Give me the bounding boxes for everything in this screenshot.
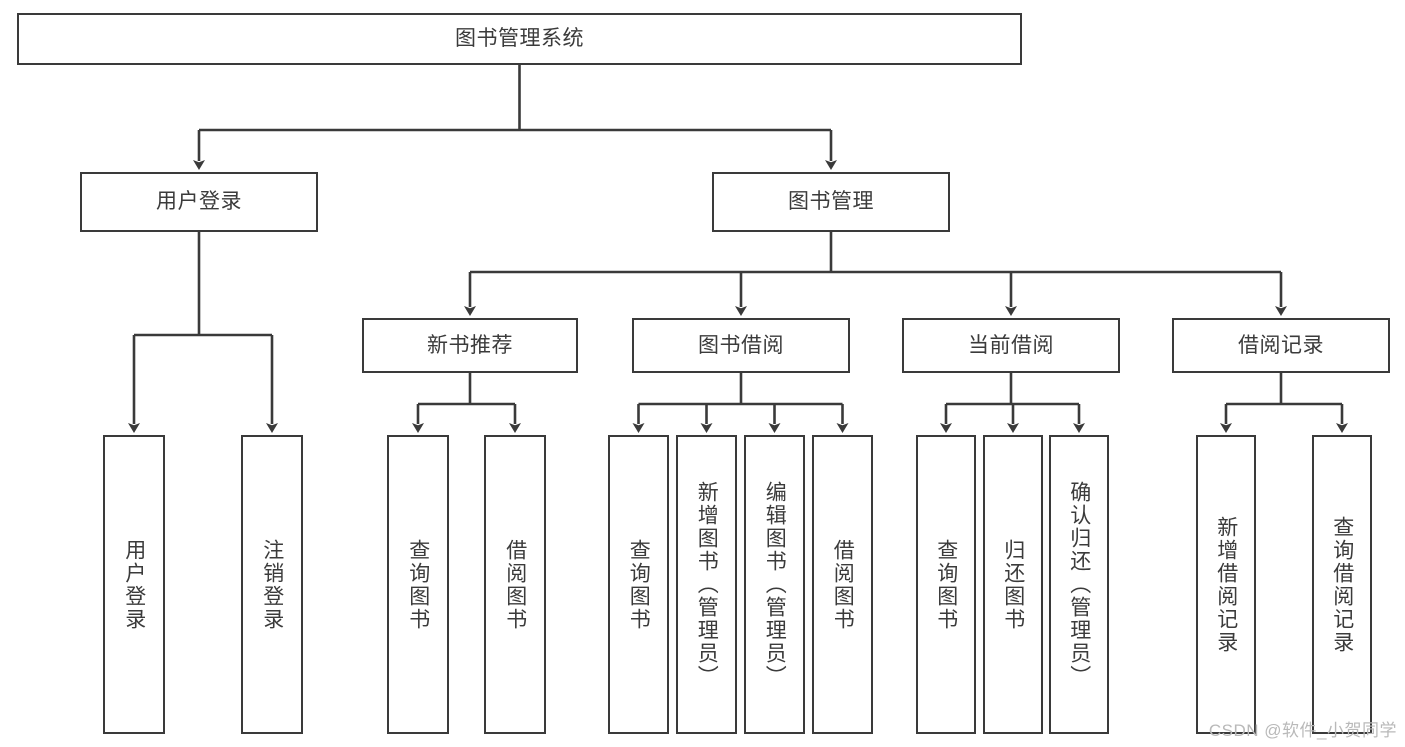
node-leaf-12-label: 查询借阅记录 xyxy=(1330,515,1354,654)
node-root[interactable]: 图书管理系统 xyxy=(17,13,1022,65)
node-level3-3[interactable]: 借阅记录 xyxy=(1172,318,1390,373)
node-level3-1-label: 图书借阅 xyxy=(698,333,784,357)
node-level3-1[interactable]: 图书借阅 xyxy=(632,318,850,373)
node-leaf-5[interactable]: 新增图书（管理员） xyxy=(676,435,737,734)
node-leaf-4[interactable]: 查询图书 xyxy=(608,435,669,734)
node-leaf-4-label: 查询图书 xyxy=(627,538,651,631)
node-leaf-0[interactable]: 用户登录 xyxy=(103,435,165,734)
node-level2-1-label: 图书管理 xyxy=(788,190,874,214)
node-leaf-7[interactable]: 借阅图书 xyxy=(812,435,873,734)
node-level3-2[interactable]: 当前借阅 xyxy=(902,318,1120,373)
node-leaf-12[interactable]: 查询借阅记录 xyxy=(1312,435,1372,734)
node-level2-0[interactable]: 用户登录 xyxy=(80,172,318,232)
node-root-label: 图书管理系统 xyxy=(455,27,584,51)
node-leaf-1[interactable]: 注销登录 xyxy=(241,435,303,734)
node-leaf-3-label: 借阅图书 xyxy=(503,538,527,631)
node-leaf-10[interactable]: 确认归还（管理员） xyxy=(1049,435,1109,734)
node-level3-3-label: 借阅记录 xyxy=(1238,333,1324,357)
node-level2-0-label: 用户登录 xyxy=(156,190,242,214)
node-leaf-1-label: 注销登录 xyxy=(260,538,284,631)
node-level3-0[interactable]: 新书推荐 xyxy=(362,318,578,373)
node-leaf-11-label: 新增借阅记录 xyxy=(1214,515,1238,654)
node-leaf-10-label: 确认归还（管理员） xyxy=(1067,481,1091,688)
node-leaf-2-label: 查询图书 xyxy=(406,538,430,631)
node-leaf-2[interactable]: 查询图书 xyxy=(387,435,449,734)
node-leaf-7-label: 借阅图书 xyxy=(831,538,855,631)
node-leaf-6[interactable]: 编辑图书（管理员） xyxy=(744,435,805,734)
node-leaf-9[interactable]: 归还图书 xyxy=(983,435,1043,734)
node-leaf-0-label: 用户登录 xyxy=(122,538,146,631)
node-leaf-6-label: 编辑图书（管理员） xyxy=(763,481,787,688)
node-leaf-9-label: 归还图书 xyxy=(1001,538,1025,631)
node-leaf-3[interactable]: 借阅图书 xyxy=(484,435,546,734)
node-leaf-11[interactable]: 新增借阅记录 xyxy=(1196,435,1256,734)
node-leaf-8[interactable]: 查询图书 xyxy=(916,435,976,734)
node-level3-2-label: 当前借阅 xyxy=(968,333,1054,357)
node-leaf-5-label: 新增图书（管理员） xyxy=(695,481,719,688)
csdn-watermark: CSDN @软件_小贺同学 xyxy=(1208,721,1397,740)
node-level3-0-label: 新书推荐 xyxy=(427,333,513,357)
node-leaf-8-label: 查询图书 xyxy=(934,538,958,631)
node-level2-1[interactable]: 图书管理 xyxy=(712,172,950,232)
